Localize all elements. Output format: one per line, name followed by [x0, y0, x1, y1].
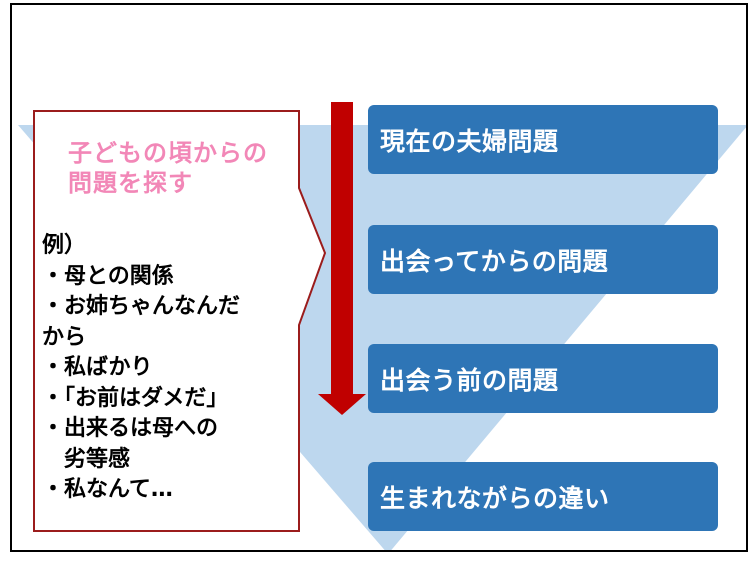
stage-label: 生まれながらの違い [380, 483, 610, 513]
example-line: ・私なんて… [42, 477, 173, 502]
stage-box-innate: 生まれながらの違い [368, 462, 718, 531]
slide-frame: 子どもの頃からの 問題を探す 例） ・母との関係 ・お姉ちゃんなんだ から ・私… [10, 3, 748, 552]
example-line: から [42, 324, 87, 350]
example-line: 劣等感 [42, 446, 131, 472]
example-line: ・出来るは母への [42, 416, 219, 441]
arrow-shaft [331, 102, 353, 394]
stage-label: 現在の夫婦問題 [380, 126, 559, 156]
callout-title-line: 子どもの頃からの [68, 139, 268, 167]
arrow-head [318, 394, 366, 415]
stage-box-after-meeting: 出会ってからの問題 [368, 225, 718, 294]
example-line: ・お姉ちゃんなんだ [42, 294, 241, 319]
stage-box-current: 現在の夫婦問題 [368, 105, 718, 174]
stage-box-before-meeting: 出会う前の問題 [368, 344, 718, 413]
callout-title-line: 問題を探す [68, 169, 193, 197]
down-arrow [318, 102, 366, 415]
example-line: ・「お前はダメだ」 [42, 385, 229, 411]
example-line: ・母との関係 [42, 263, 174, 289]
callout-example-list: 例） ・母との関係 ・お姉ちゃんなんだ から ・私ばかり ・「お前はダメだ」 ・… [42, 231, 304, 506]
stage-label: 出会う前の問題 [380, 365, 559, 395]
callout-title: 子どもの頃からの 問題を探す [68, 138, 298, 198]
example-line: ・私ばかり [42, 355, 153, 380]
callout-shape [33, 110, 327, 532]
callout-outline [33, 110, 327, 532]
stage-label: 出会ってからの問題 [380, 246, 609, 276]
example-line: 例） [42, 233, 87, 258]
